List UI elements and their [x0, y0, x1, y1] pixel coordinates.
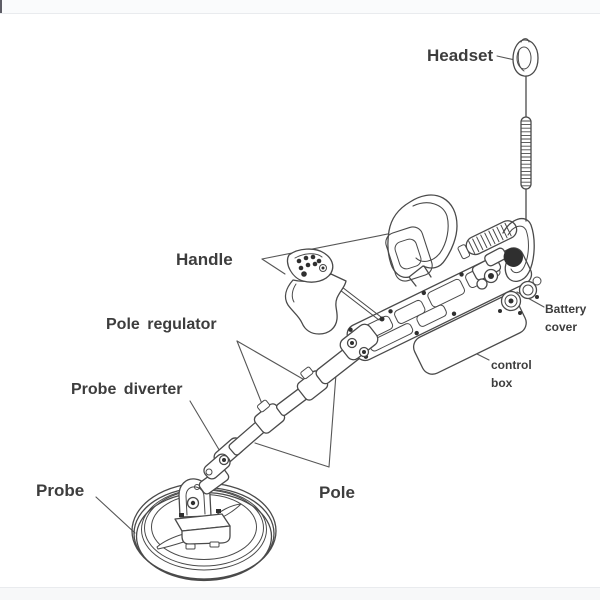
cable-coil [520, 116, 532, 190]
top-left-notch [0, 0, 2, 13]
leader-line-pole-2 [328, 373, 337, 468]
grip-body [284, 273, 347, 335]
armrest-drawing [385, 194, 458, 287]
earpiece [512, 39, 539, 77]
label-pole: Pole [319, 483, 355, 502]
leader-line-pole-regulator-1 [236, 340, 267, 415]
battery-cover-drawing [471, 217, 542, 315]
label-handle: Handle [176, 250, 233, 269]
control-box-drawing [412, 295, 527, 375]
leader-line-probe [95, 496, 136, 534]
probe-coil-drawing [131, 478, 277, 582]
leader-line-probe-diverter [189, 400, 222, 454]
coil-mount-box-front [181, 525, 231, 545]
label-probe: Probe [36, 481, 85, 500]
bottom-border-band [0, 587, 600, 600]
label-battery-cover: Battery cover [545, 302, 587, 334]
top-border-band [0, 0, 600, 14]
label-probe-diverter: Probe diverter [71, 381, 183, 398]
label-headset: Headset [427, 46, 494, 65]
label-pole-regulator: Pole regulator [106, 316, 217, 333]
handle-drawing [284, 248, 385, 361]
spring-drawing [457, 220, 518, 260]
cable-loop-outer [502, 217, 535, 282]
cable-loop-inner [507, 225, 529, 274]
battery-cap-small [518, 280, 538, 300]
label-control-box: control box [491, 358, 532, 390]
leader-line-pole-regulator-2 [236, 340, 309, 383]
leader-line-pole-1 [254, 442, 330, 468]
headset-drawing [512, 38, 539, 222]
pole-drawing [198, 336, 371, 495]
leader-line-handle-grip [261, 258, 286, 275]
